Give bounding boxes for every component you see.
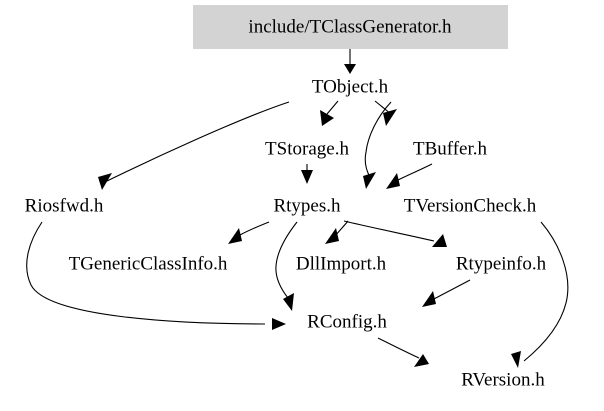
node-label-tbuffer: TBuffer.h [413,138,488,159]
node-tobject[interactable]: TObject.h [312,76,389,97]
node-label-rtypes: Rtypes.h [273,195,341,216]
node-tstorage[interactable]: TStorage.h [265,138,349,159]
node-label-dllimport: DllImport.h [296,253,387,274]
edge-rtypes-to-tgenericclassinfo [228,221,270,244]
node-label-rversion: RVersion.h [461,369,545,390]
edge-tobject-to-tstorage [320,100,339,126]
edge-riosfwd-to-rconfig [26,221,286,330]
node-root[interactable]: include/TClassGenerator.h [193,5,508,49]
edge-tobject-to-rtypes [363,101,392,189]
node-layer: include/TClassGenerator.h TObject.h TSto… [25,5,547,390]
edge-tstorage-to-rtypes [301,164,313,184]
node-tbuffer[interactable]: TBuffer.h [413,138,488,159]
node-label-rconfig: RConfig.h [307,311,387,332]
node-rtypes[interactable]: Rtypes.h [273,195,341,216]
edge-rconfig-to-rversion [377,337,429,367]
node-dllimport[interactable]: DllImport.h [296,253,387,274]
edge-tobject-to-riosfwd [98,101,290,190]
edge-rtypes-to-dllimport [325,220,349,244]
node-label-tobject: TObject.h [312,76,389,97]
edge-rtypes-to-rtypeinfo [343,220,447,247]
node-label-tstorage: TStorage.h [265,138,349,159]
node-label-tversioncheck: TVersionCheck.h [404,195,537,216]
edge-layer [26,48,569,368]
node-label-root: include/TClassGenerator.h [248,16,452,37]
node-riosfwd[interactable]: Riosfwd.h [25,195,104,216]
edge-rtypeinfo-to-rconfig [422,279,471,307]
edge-tversioncheck-to-rversion [511,221,569,368]
node-tversioncheck[interactable]: TVersionCheck.h [404,195,537,216]
node-tgenericclassinfo[interactable]: TGenericClassInfo.h [69,253,228,274]
node-rtypeinfo[interactable]: Rtypeinfo.h [456,253,547,274]
root-node-box [193,5,508,49]
node-rversion[interactable]: RVersion.h [461,369,545,390]
edge-tbuffer-to-tversioncheck [386,163,433,189]
edge-root-to-tobject [344,48,356,74]
node-label-riosfwd: Riosfwd.h [25,195,104,216]
node-rconfig[interactable]: RConfig.h [307,311,387,332]
edge-tobject-to-tbuffer [374,100,397,126]
edge-rtypes-to-rconfig [275,221,298,311]
node-label-rtypeinfo: Rtypeinfo.h [456,253,547,274]
node-label-tgenericclassinfo: TGenericClassInfo.h [69,253,228,274]
